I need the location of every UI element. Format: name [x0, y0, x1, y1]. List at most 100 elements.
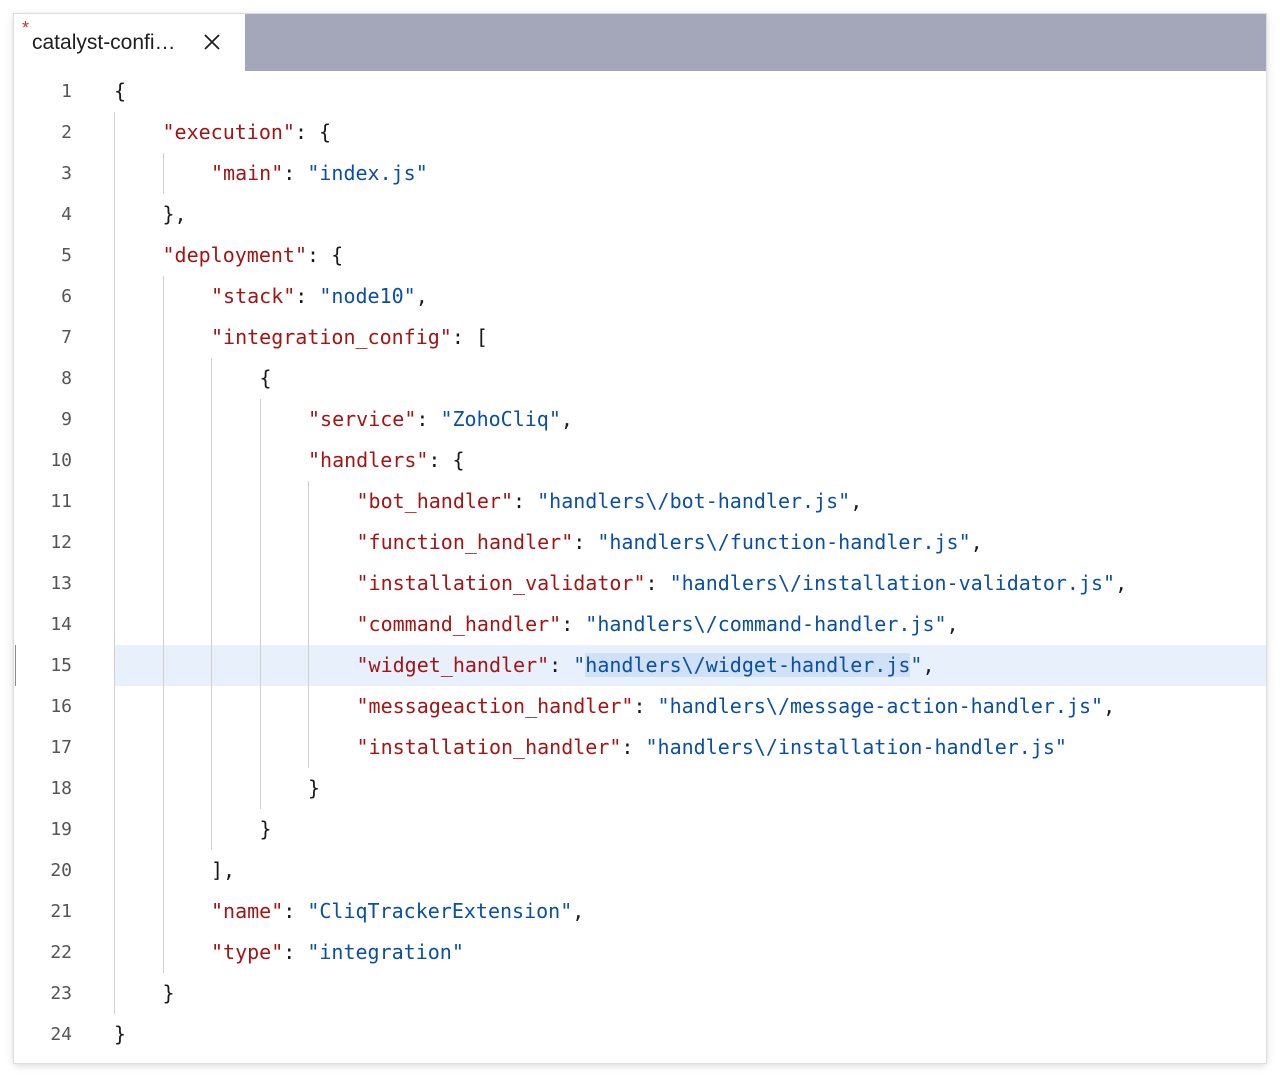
line-number: 24 [50, 1024, 72, 1045]
json-punctuation: , [415, 284, 428, 308]
line-number: 22 [50, 942, 72, 963]
line-number: 5 [61, 245, 72, 266]
code-line[interactable]: 18} [14, 768, 1266, 809]
indent-guide [308, 481, 309, 768]
json-key: "deployment" [162, 243, 308, 267]
json-string: " [910, 653, 923, 677]
json-punctuation: : { [307, 243, 344, 267]
json-string: " [573, 653, 586, 677]
code-line[interactable]: 9"service": "ZohoCliq", [14, 399, 1266, 440]
line-number: 1 [61, 81, 72, 102]
line-number: 8 [61, 368, 72, 389]
code-text: { [260, 358, 272, 399]
line-number: 7 [61, 327, 72, 348]
code-line[interactable]: 20], [14, 850, 1266, 891]
line-number: 21 [50, 901, 72, 922]
json-string: "ZohoCliq" [440, 407, 561, 431]
json-key: "bot_handler" [356, 489, 514, 513]
json-punctuation: : [295, 284, 320, 308]
close-icon[interactable] [200, 30, 224, 54]
code-line[interactable]: 10 "handlers": { [14, 440, 1266, 481]
code-line[interactable]: 22 "type": "integration" [14, 932, 1266, 973]
json-punctuation: , [850, 489, 863, 513]
code-text: "integration_config": [ [211, 317, 488, 358]
json-string: "handlers\/command-handler.js" [585, 612, 947, 636]
code-line[interactable]: 5 "deployment": { [14, 235, 1266, 276]
code-line[interactable]: 11"bot_handler": "handlers\/bot-handler.… [14, 481, 1266, 522]
code-line[interactable]: 14"command_handler": "handlers\/command-… [14, 604, 1266, 645]
json-string: "node10" [319, 284, 416, 308]
code-line[interactable]: 4}, [14, 194, 1266, 235]
json-key: "handlers" [308, 448, 429, 472]
json-punctuation: : [645, 571, 670, 595]
code-line[interactable]: 19} [14, 809, 1266, 850]
code-line[interactable]: 21 "name": "CliqTrackerExtension", [14, 891, 1266, 932]
code-line[interactable]: 1{ [14, 71, 1266, 112]
code-text: "name": "CliqTrackerExtension", [211, 891, 584, 932]
json-key: "main" [211, 161, 284, 185]
indent-guide [114, 112, 115, 1014]
json-punctuation: : [633, 694, 658, 718]
cursor-line-marker [15, 645, 16, 686]
code-text: } [308, 768, 320, 809]
line-number: 4 [61, 204, 72, 225]
indent-guide [162, 276, 164, 973]
indent-guide [259, 399, 261, 809]
json-punctuation: , [560, 407, 573, 431]
code-text: "function_handler": "handlers\/function-… [357, 522, 983, 563]
json-string: "handlers\/message-action-handler.js" [657, 694, 1104, 718]
code-line[interactable]: 7 "integration_config": [ [14, 317, 1266, 358]
json-punctuation: : { [294, 120, 332, 144]
json-punctuation: } [162, 981, 175, 1005]
json-key: "integration_config" [211, 325, 452, 349]
code-text: "widget_handler": "handlers\/widget-hand… [357, 645, 935, 686]
code-line[interactable]: 2"execution": { [14, 112, 1266, 153]
line-number: 20 [50, 860, 72, 881]
indent-guide [211, 358, 212, 850]
code-line[interactable]: 16 "messageaction_handler": "handlers\/me… [14, 686, 1266, 727]
code-line[interactable]: 15"widget_handler": "handlers\/widget-ha… [14, 645, 1266, 686]
code-text: }, [163, 194, 187, 235]
code-line[interactable]: 8{ [14, 358, 1266, 399]
line-number: 18 [50, 778, 72, 799]
line-number: 13 [50, 573, 72, 594]
line-number: 9 [61, 409, 72, 430]
code-editor[interactable]: 1{2"execution": {3"main": "index.js"4},5… [14, 71, 1266, 1063]
json-punctuation: : [416, 407, 441, 431]
code-line[interactable]: 24} [14, 1014, 1266, 1055]
code-line[interactable]: 3"main": "index.js" [14, 153, 1266, 194]
code-text: "messageaction_handler": "handlers\/mess… [357, 686, 1116, 727]
json-key: "messageaction_handler" [356, 694, 634, 718]
code-line[interactable]: 23} [14, 973, 1266, 1014]
selected-text: handlers\/widget-handler.js [585, 653, 911, 677]
json-punctuation: } [308, 776, 321, 800]
line-number: 16 [50, 696, 72, 717]
json-string: "CliqTrackerExtension" [307, 899, 573, 923]
code-line[interactable]: 17"installation_handler": "handlers\/ins… [14, 727, 1266, 768]
json-punctuation: { [259, 366, 272, 390]
code-text: "type": "integration" [211, 932, 464, 973]
indent-guide [162, 153, 164, 194]
code-line[interactable]: 13"installation_validator": "handlers\/i… [14, 563, 1266, 604]
tab-catalyst-config[interactable]: * catalyst-confi… [14, 14, 245, 71]
code-line[interactable]: 12"function_handler": "handlers\/functio… [14, 522, 1266, 563]
json-key: "type" [211, 940, 284, 964]
json-punctuation: : [513, 489, 538, 513]
code-text: } [163, 973, 175, 1014]
json-string: "integration" [307, 940, 464, 964]
code-text: } [260, 809, 272, 850]
code-text: "bot_handler": "handlers\/bot-handler.js… [357, 481, 863, 522]
line-number: 23 [50, 983, 72, 1004]
code-line[interactable]: 6"stack": "node10", [14, 276, 1266, 317]
line-number: 14 [50, 614, 72, 635]
json-punctuation: : [621, 735, 646, 759]
line-number: 3 [61, 163, 72, 184]
json-string: "handlers\/installation-handler.js" [645, 735, 1067, 759]
json-string: "handlers\/installation-validator.js" [669, 571, 1116, 595]
line-number: 6 [61, 286, 72, 307]
line-number: 10 [50, 450, 72, 471]
code-text: "deployment": { [163, 235, 344, 276]
json-punctuation: : { [428, 448, 465, 472]
code-text: } [114, 1014, 126, 1055]
code-text: { [114, 71, 126, 112]
